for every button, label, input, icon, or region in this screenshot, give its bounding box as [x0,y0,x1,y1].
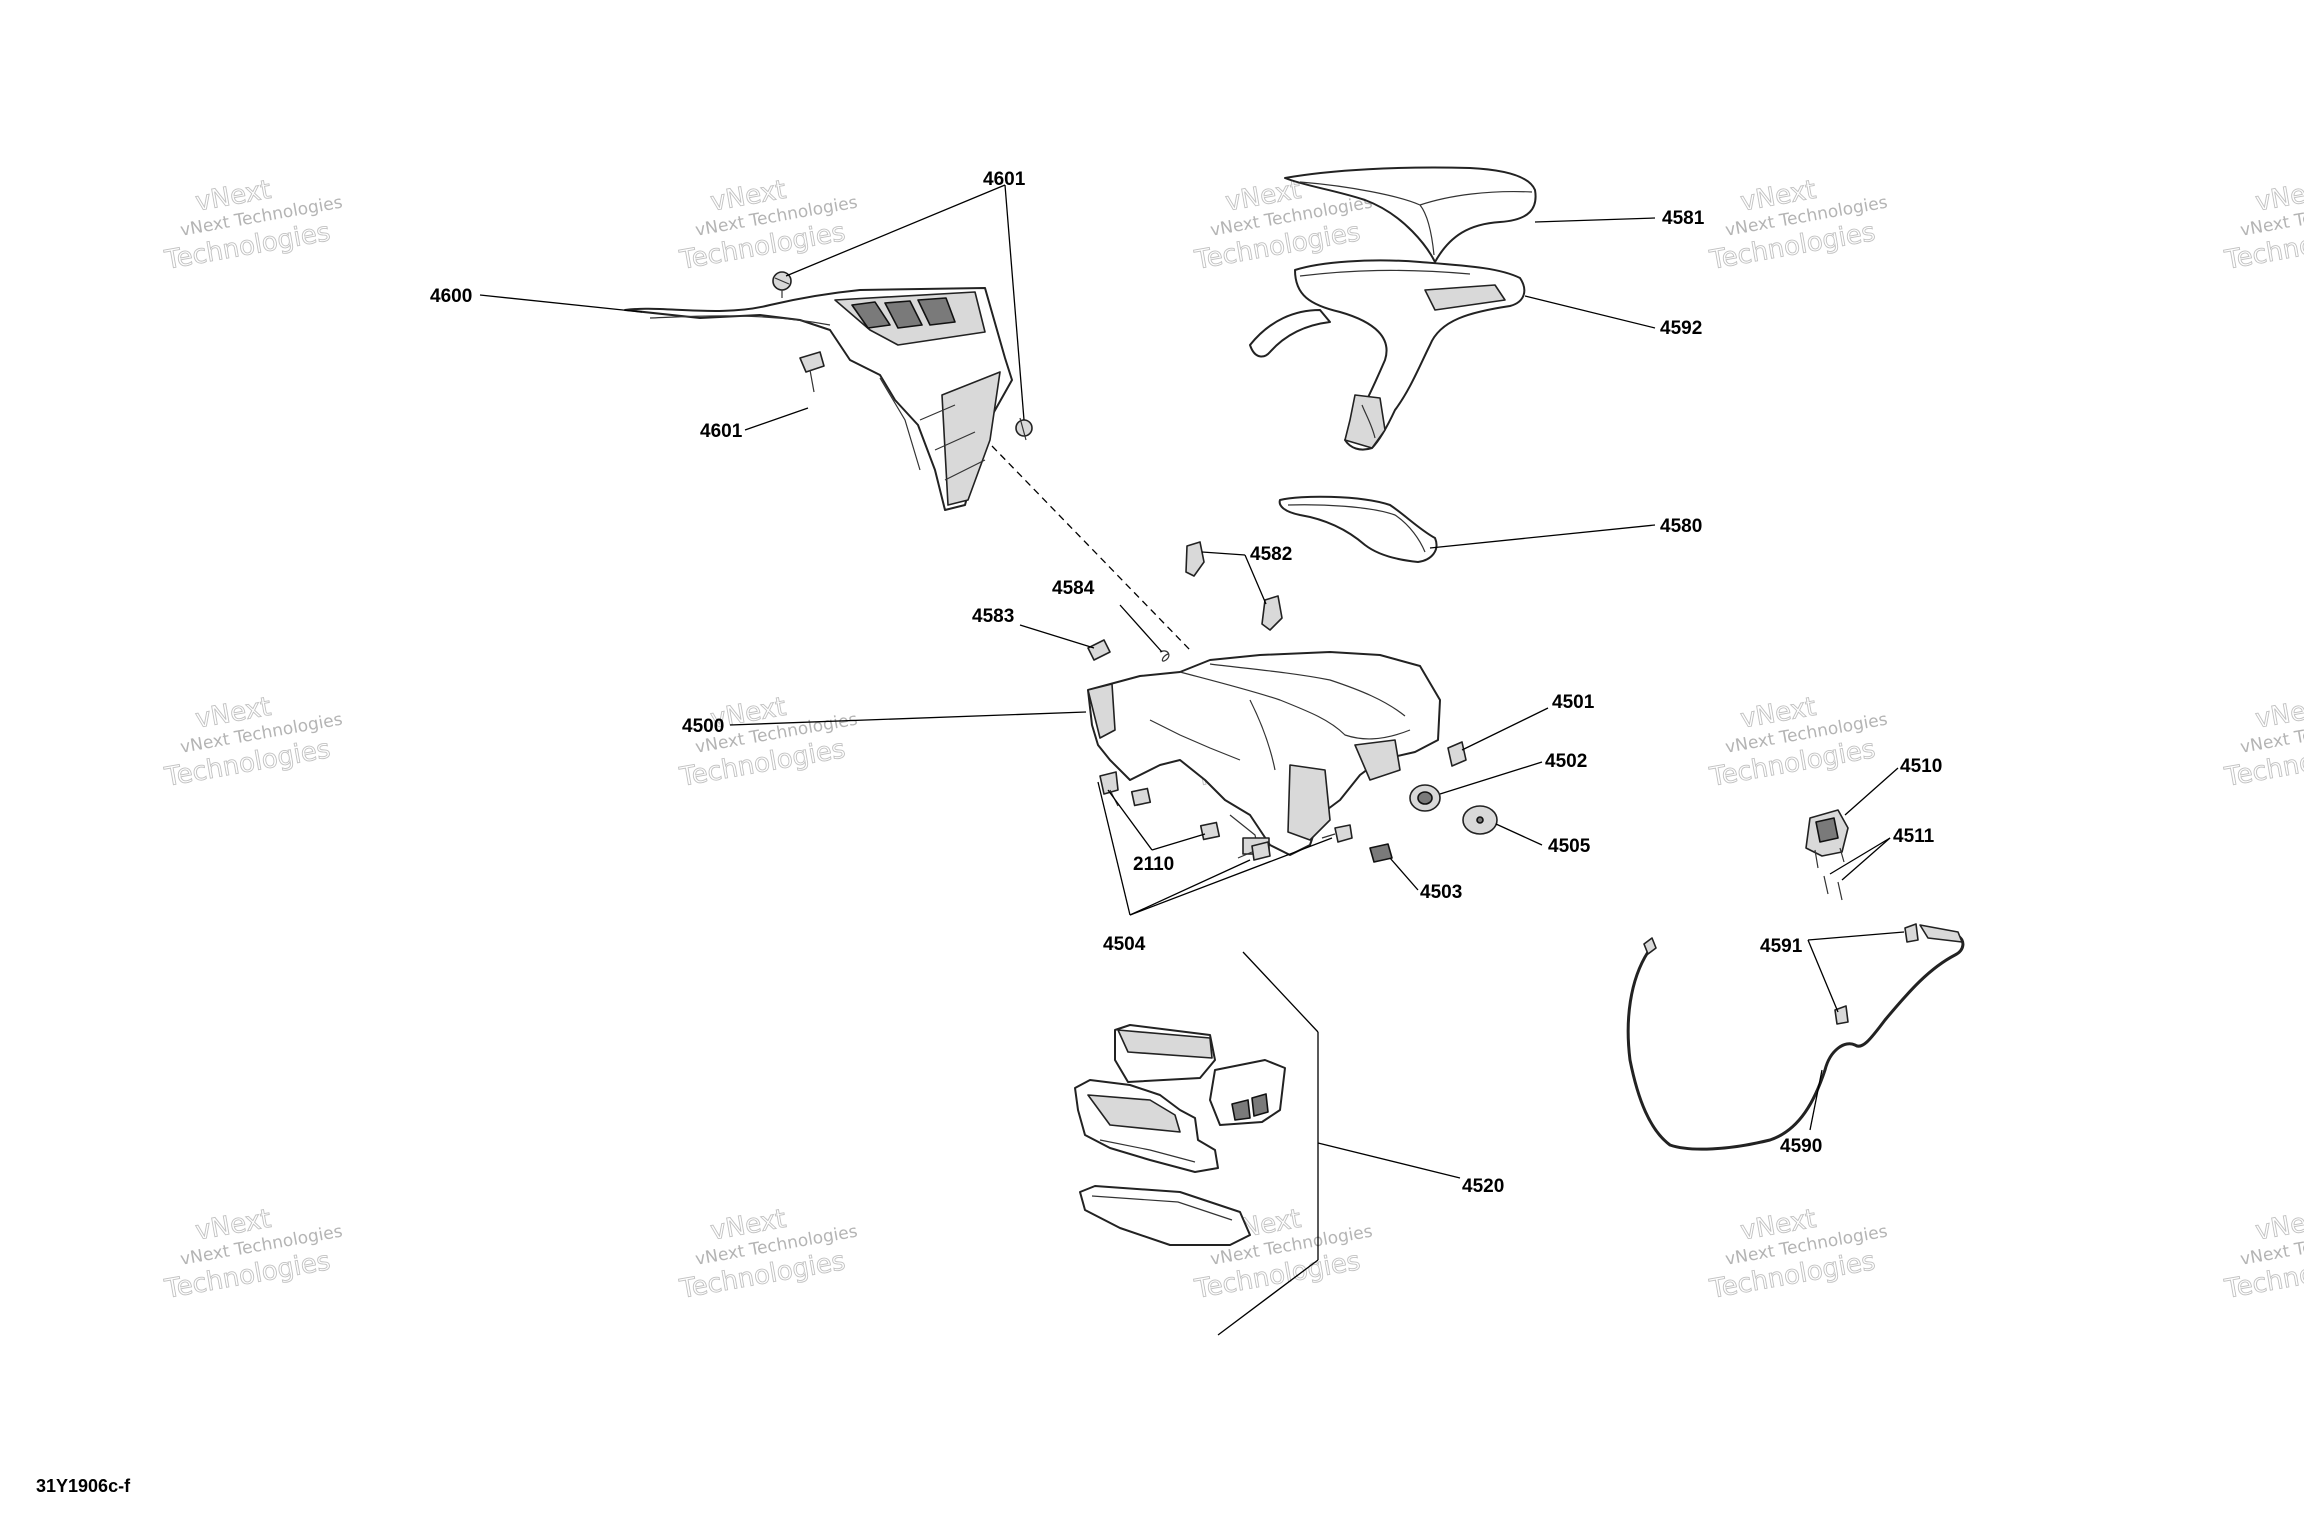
leader-4505 [1495,823,1543,846]
leader-4504 [1129,859,1251,916]
leader-4601-top [1004,184,1025,421]
leader-4504 [1129,837,1333,916]
callout-4505: 4505 [1548,836,1591,857]
part-4601-rivet-top [772,271,792,298]
part-4591-clip [1834,1005,1849,1025]
leader-4583 [1019,624,1095,649]
leader-2110 [1151,833,1206,851]
callout-4500: 4500 [682,716,724,737]
leader-4520 [1242,951,1319,1033]
callout-4601-left: 4601 [700,421,743,442]
watermark: vNext vNext Technologies Technologies [2221,1203,2304,1305]
leader-2110 [1107,789,1153,851]
part-4591-clip [1904,923,1919,943]
part-4590-cable [1626,924,1965,1151]
watermark: vNext vNext Technologies Technologies [2221,691,2304,793]
part-4504-screw [1321,824,1353,843]
leader-4601-top [785,184,1006,277]
watermark: vNext vNext Technologies Technologies [161,1203,344,1305]
watermark-layer: vNext vNext Technologies Technologies vN… [161,174,2304,1305]
callout-2110: 2110 [1133,854,1174,875]
watermark: vNext vNext Technologies Technologies [1706,1203,1889,1305]
callout-4583: 4583 [972,606,1014,627]
watermark: vNext vNext Technologies Technologies [161,174,344,276]
callout-labels: 4601 4600 4601 4581 4592 4580 4582 4584 … [430,169,1942,1197]
callout-4503: 4503 [1420,882,1462,903]
watermark: vNext vNext Technologies Technologies [1706,174,1889,276]
callout-4601-top: 4601 [983,169,1026,190]
callout-4591: 4591 [1760,936,1803,957]
leader-4520 [1317,1142,1461,1179]
part-4601-rivet-right [1015,417,1033,441]
part-4520-lower-assembly [1074,1024,1286,1246]
callout-4511: 4511 [1893,826,1935,847]
part-4582-clip-upper [1185,541,1205,577]
part-4511-screw [1823,875,1843,901]
callout-4590: 4590 [1780,1136,1822,1157]
part-4505-washer [1462,805,1498,835]
leader-4500 [729,711,1087,726]
leader-4511 [1829,837,1891,875]
callout-4504: 4504 [1103,934,1146,955]
leader-4584 [1119,604,1163,653]
callout-4581: 4581 [1662,208,1705,229]
leader-4580 [1429,524,1656,549]
leader-4511 [1841,837,1891,881]
part-4600-upper-cover [624,287,1013,511]
leader-4502 [1439,761,1543,795]
part-4580-seal [1278,495,1438,563]
watermark: vNext vNext Technologies Technologies [1706,691,1889,793]
leader-4581 [1534,217,1656,223]
part-4581-top-trim [1284,166,1537,263]
leader-lines [479,184,1905,1336]
part-4510-switch [1805,809,1849,869]
part-4504-screw [1237,841,1271,861]
leader-4601-left [744,407,809,431]
callout-4510: 4510 [1900,756,1942,777]
leader-4591 [1807,939,1839,1013]
part-4501-bracket [1447,741,1467,767]
leader-4503 [1389,857,1419,891]
callout-4592: 4592 [1660,318,1702,339]
leader-4582 [1201,551,1246,556]
leader-4510 [1844,767,1899,816]
watermark: vNext vNext Technologies Technologies [1191,174,1374,276]
leader-4600 [479,294,643,313]
callout-4600: 4600 [430,286,472,307]
part-4582-clip-lower [1261,595,1283,631]
drawing-code: 31Y1906c-f [36,1476,131,1496]
callout-4502: 4502 [1545,751,1587,772]
part-4503-nut [1369,843,1393,863]
callout-4582: 4582 [1250,544,1292,565]
leader-4590 [1809,1069,1823,1131]
leader-4591 [1807,931,1905,941]
dashed-alignment-line [991,445,1191,651]
part-4601-rivet-left [799,351,825,393]
watermark: vNext vNext Technologies Technologies [676,1203,859,1305]
part-4583-pin [1087,639,1111,661]
leader-4592 [1524,295,1656,329]
part-2110-clip-nut [1130,787,1221,841]
watermark: vNext vNext Technologies Technologies [676,174,859,276]
leader-4520 [1217,1259,1319,1336]
watermark: vNext vNext Technologies Technologies [161,691,344,793]
watermark: vNext vNext Technologies Technologies [2221,174,2304,276]
part-4584-spring [1159,650,1170,662]
part-4500-main-housing [1087,651,1441,859]
leader-4582 [1244,554,1267,605]
leader-4501 [1461,707,1549,751]
callout-4501: 4501 [1552,692,1595,713]
callout-4580: 4580 [1660,516,1702,537]
part-4502-knob [1409,784,1441,812]
leader-4504 [1097,781,1131,916]
callout-4584: 4584 [1052,578,1095,599]
part-4592-frame [1249,259,1526,451]
callout-4520: 4520 [1462,1176,1504,1197]
